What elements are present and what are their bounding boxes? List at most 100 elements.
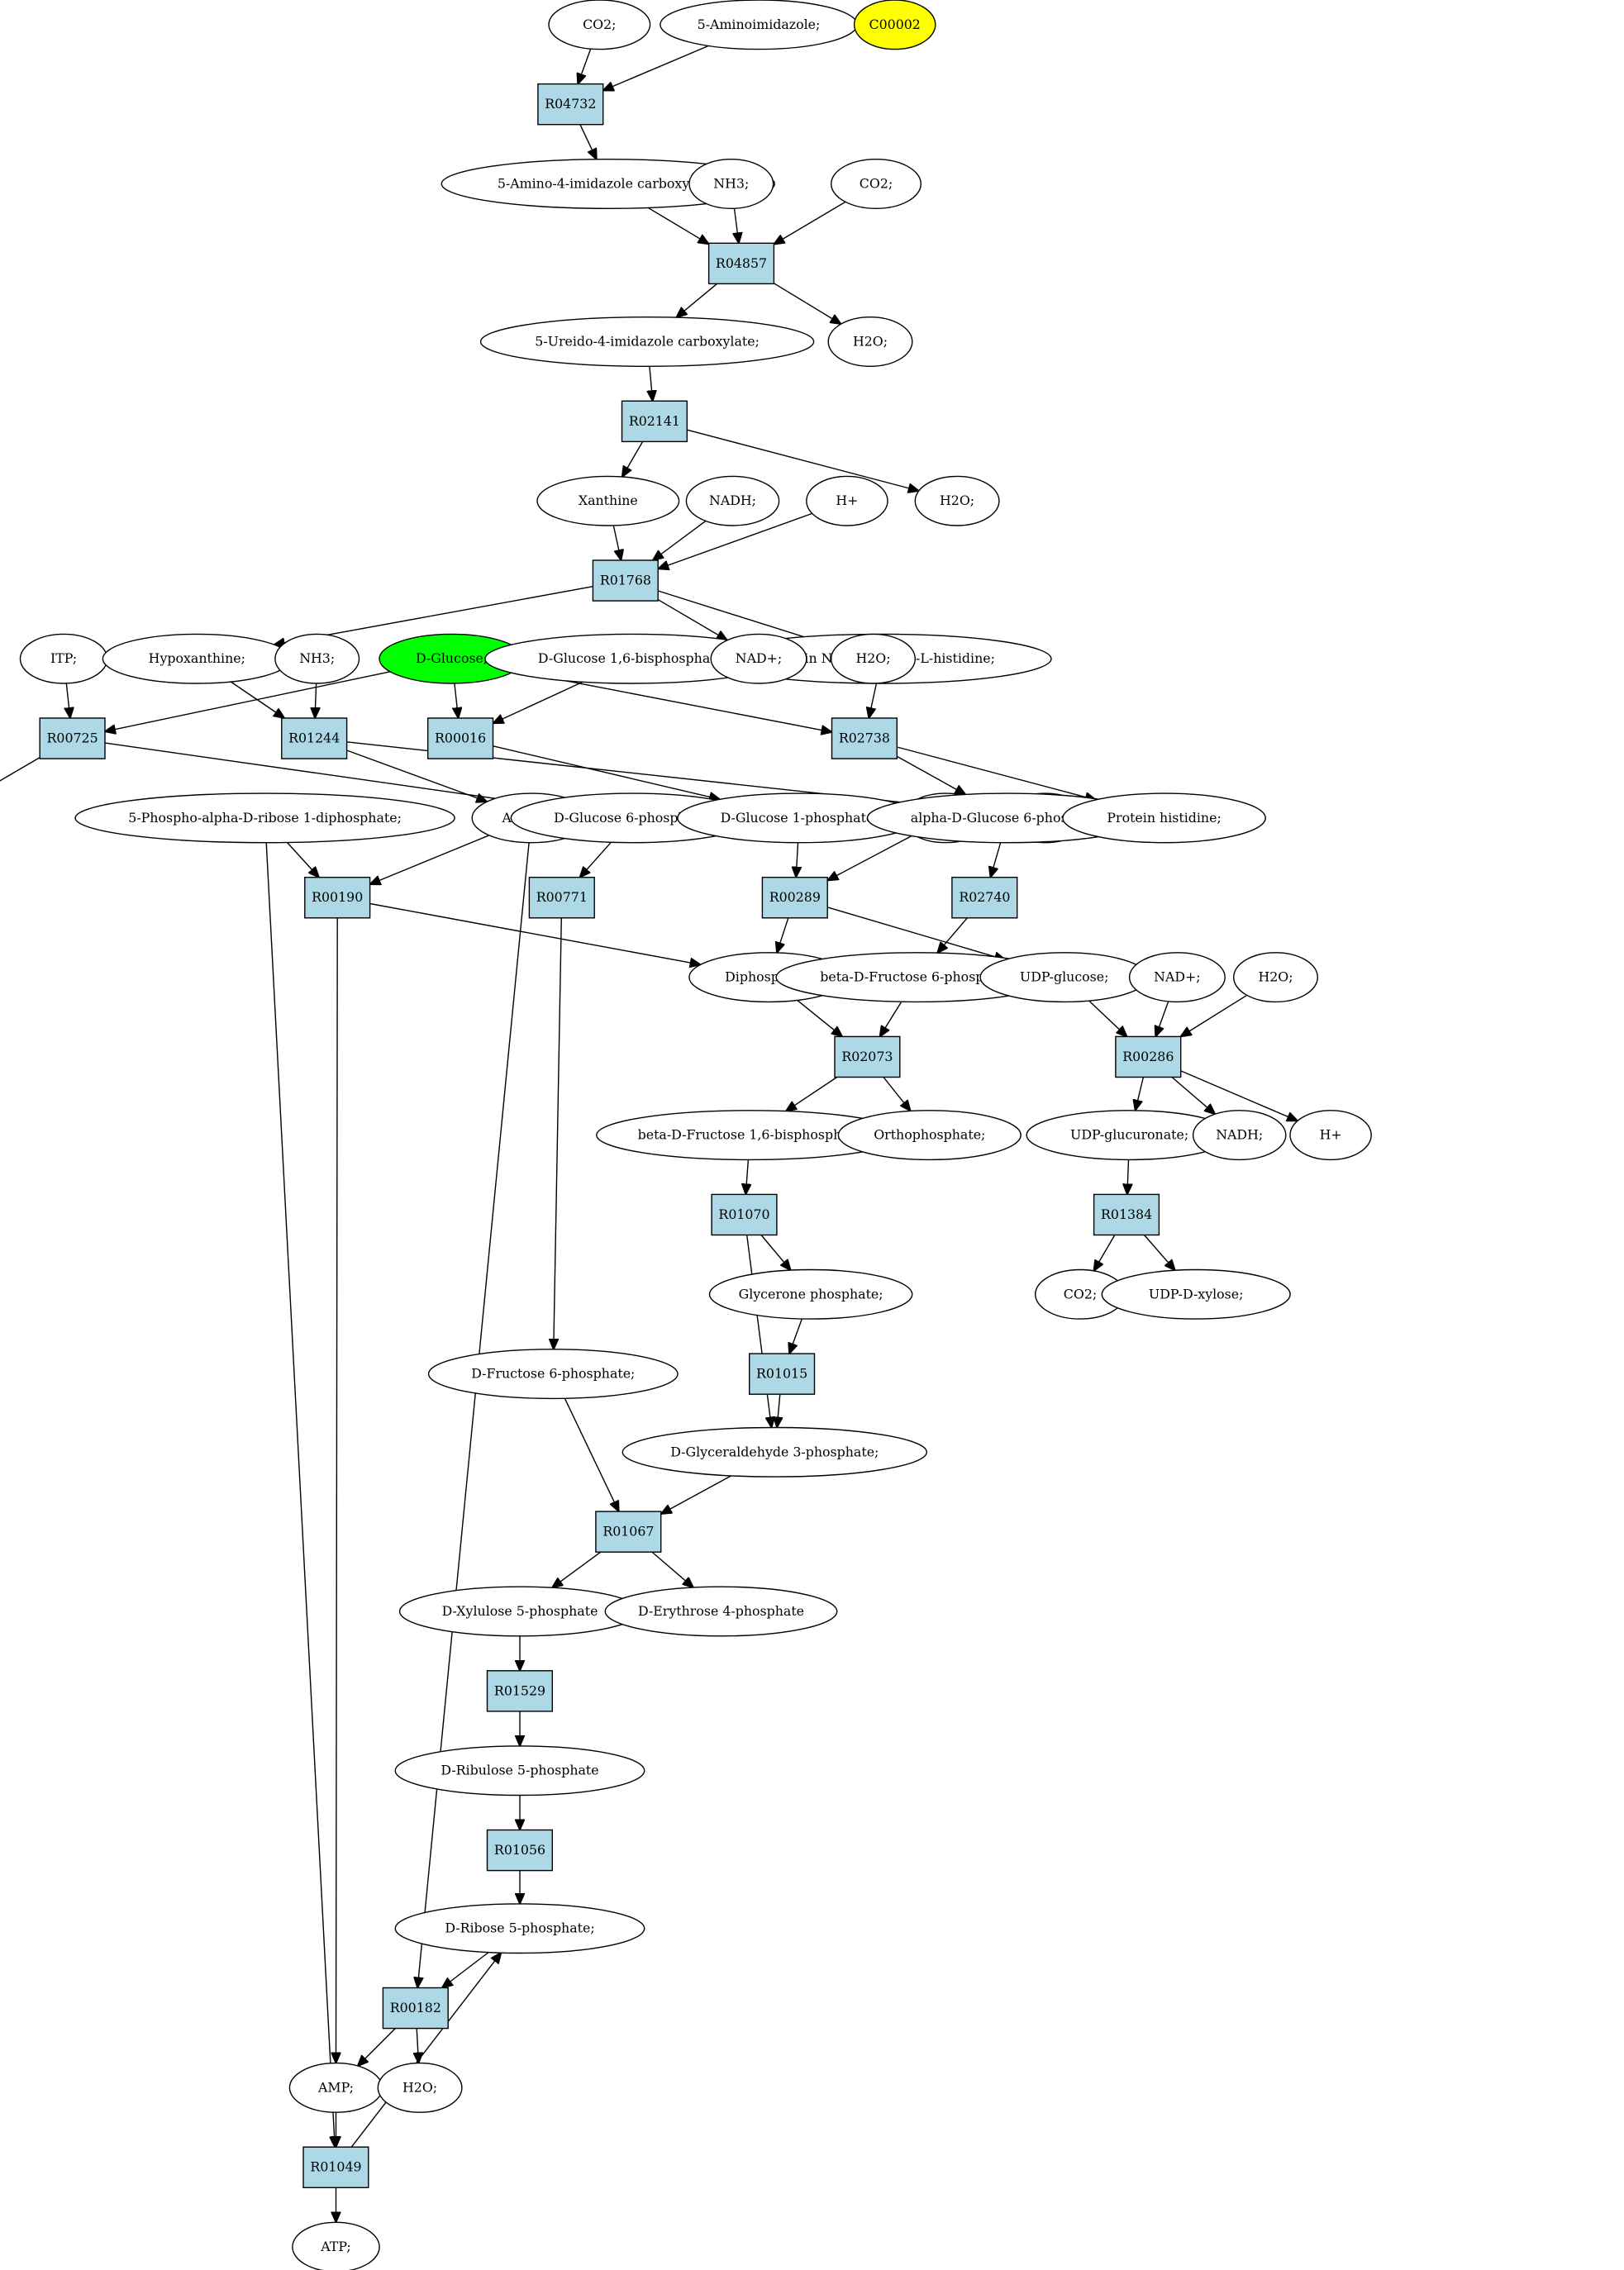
reaction-label: R02738 xyxy=(839,730,890,746)
metabolite-nh3-a[interactable]: NH3; xyxy=(688,158,774,209)
metabolite-ru5p[interactable]: D-Ribulose 5-phosphate xyxy=(394,1745,645,1796)
metabolite-gap[interactable]: D-Glyceraldehyde 3-phosphate; xyxy=(622,1426,927,1478)
metabolite-udpglcu[interactable]: UDP-glucuronate; xyxy=(1026,1110,1233,1161)
metabolite-nadh-b[interactable]: NADH; xyxy=(1192,1110,1287,1161)
edge-udpglc-to-R00286 xyxy=(1088,1000,1127,1036)
reaction-label: R02073 xyxy=(841,1049,893,1064)
metabolite-f6p[interactable]: D-Fructose 6-phosphate; xyxy=(427,1349,679,1400)
metabolite-itp[interactable]: ITP; xyxy=(19,633,108,684)
metabolite-shape xyxy=(710,633,807,684)
metabolite-label: beta-D-Fructose 6-phosphate xyxy=(820,969,1012,985)
reaction-r00182[interactable]: R00182 xyxy=(382,1987,449,2030)
edge-ag6p-to-R02740 xyxy=(991,842,1002,878)
metabolite-co2-b[interactable]: CO2; xyxy=(831,158,922,209)
metabolite-shape xyxy=(688,158,774,209)
metabolite-atp[interactable]: ATP; xyxy=(292,2221,380,2270)
edge-R01070-to-gap xyxy=(746,1235,772,1428)
metabolite-label: D-Fructose 6-phosphate; xyxy=(471,1366,635,1382)
metabolite-xu5p[interactable]: D-Xylulose 5-phosphate xyxy=(398,1586,641,1637)
reaction-r02740[interactable]: R02740 xyxy=(951,876,1018,919)
reaction-box xyxy=(951,876,1018,919)
reaction-box xyxy=(1093,1193,1160,1236)
edge-nh3_b-to-R01244 xyxy=(315,683,317,718)
metabolite-label: NAD+; xyxy=(736,650,782,666)
reaction-r00725[interactable]: R00725 xyxy=(39,717,106,759)
metabolite-shape xyxy=(827,316,913,368)
reaction-r01015[interactable]: R01015 xyxy=(749,1353,816,1395)
reaction-r00289[interactable]: R00289 xyxy=(761,876,828,919)
metabolite-label: 5-Ureido-4-imidazole carboxylate; xyxy=(535,334,760,350)
reaction-r01768[interactable]: R01768 xyxy=(592,559,659,602)
metabolite-hplus-b[interactable]: H+ xyxy=(1289,1110,1372,1161)
metabolite-aminoimidazole[interactable]: 5-Aminoimidazole; xyxy=(660,0,858,50)
reaction-r01384[interactable]: R01384 xyxy=(1093,1193,1160,1236)
metabolite-xanthine[interactable]: Xanthine xyxy=(536,475,680,526)
edge-R01768-to-nadp_a xyxy=(657,599,727,640)
reaction-r00016[interactable]: R00016 xyxy=(427,717,494,759)
metabolite-h2o-a[interactable]: H2O; xyxy=(827,316,913,368)
metabolite-bf16bp[interactable]: beta-D-Fructose 1,6-bisphosphate xyxy=(596,1110,904,1161)
reaction-r00190[interactable]: R00190 xyxy=(304,876,371,919)
reaction-r04732[interactable]: R04732 xyxy=(537,83,604,126)
reaction-box xyxy=(834,1035,901,1078)
metabolite-shape xyxy=(853,0,936,50)
reaction-r02738[interactable]: R02738 xyxy=(831,717,898,759)
reaction-r01049[interactable]: R01049 xyxy=(302,2146,369,2188)
metabolite-g1p[interactable]: D-Glucose 1-phosphate; xyxy=(677,792,922,844)
reaction-box xyxy=(528,876,595,919)
metabolite-dhap[interactable]: Glycerone phosphate; xyxy=(708,1268,913,1320)
edge-protnph-to-R02738 xyxy=(869,683,878,718)
metabolite-nadp-a[interactable]: NAD+; xyxy=(710,633,807,684)
reaction-box xyxy=(302,2146,369,2188)
metabolite-ureido[interactable]: 5-Ureido-4-imidazole carboxylate; xyxy=(479,316,815,368)
metabolite-shape xyxy=(806,475,888,526)
edge-R01384-to-udpxyl xyxy=(1143,1235,1175,1271)
metabolite-nh3-b[interactable]: NH3; xyxy=(274,633,360,684)
metabolite-e4p[interactable]: D-Erythrose 4-phosphate xyxy=(604,1586,838,1637)
metabolite-co2-c[interactable]: CO2; xyxy=(1034,1268,1126,1320)
reaction-r00286[interactable]: R00286 xyxy=(1115,1035,1182,1078)
metabolite-udpxyl[interactable]: UDP-D-xylose; xyxy=(1101,1268,1291,1320)
reaction-label: R04732 xyxy=(545,96,596,112)
edge-utp-to-R00289 xyxy=(827,834,914,880)
edge-R00190-to-diphosphate xyxy=(369,902,701,965)
metabolite-hypoxanthine[interactable]: Hypoxanthine; xyxy=(102,633,292,684)
reaction-r01070[interactable]: R01070 xyxy=(711,1193,778,1236)
reaction-r02141[interactable]: R02141 xyxy=(621,400,688,443)
metabolite-aica[interactable]: 5-Amino-4-imidazole carboxylate; xyxy=(441,158,775,209)
metabolite-orthophosphate[interactable]: Orthophosphate; xyxy=(837,1110,1022,1161)
metabolite-nadh-a[interactable]: NADH; xyxy=(685,475,780,526)
metabolite-co2-a[interactable]: CO2; xyxy=(548,0,651,50)
metabolite-shape xyxy=(1192,1110,1287,1161)
metabolite-label: AMP; xyxy=(317,2079,354,2095)
metabolite-nadp-b[interactable]: NAD+; xyxy=(1128,952,1226,1003)
metabolite-bf6p[interactable]: beta-D-Fructose 6-phosphate xyxy=(775,952,1058,1003)
metabolite-h2o-f[interactable]: H2O; xyxy=(377,2062,463,2113)
metabolite-udpglc[interactable]: UDP-glucose; xyxy=(979,952,1149,1003)
reaction-r01056[interactable]: R01056 xyxy=(486,1829,554,1872)
metabolite-label: Xanthine xyxy=(579,493,638,508)
metabolite-h2o-b[interactable]: H2O; xyxy=(914,475,1000,526)
metabolite-dg16bp[interactable]: D-Glucose 1,6-bisphosphate; xyxy=(484,633,781,684)
reaction-box xyxy=(427,717,494,759)
metabolite-hplus-a[interactable]: H+ xyxy=(806,475,888,526)
reaction-r01244[interactable]: R01244 xyxy=(281,717,348,759)
reaction-r00771[interactable]: R00771 xyxy=(528,876,595,919)
reaction-r04857[interactable]: R04857 xyxy=(707,242,775,285)
reaction-box xyxy=(831,717,898,759)
metabolite-prothis[interactable]: Protein histidine; xyxy=(1062,792,1266,844)
metabolite-h2o-c[interactable]: H2O; xyxy=(831,633,917,684)
metabolite-amp[interactable]: AMP; xyxy=(288,2062,383,2113)
metabolite-prpp[interactable]: 5-Phospho-alpha-D-ribose 1-diphosphate; xyxy=(74,792,455,844)
metabolite-dglucose[interactable]: D-Glucose; xyxy=(379,633,525,684)
reaction-r01529[interactable]: R01529 xyxy=(486,1670,554,1712)
metabolite-c00002[interactable]: C00002 xyxy=(853,0,936,50)
reaction-r02073[interactable]: R02073 xyxy=(834,1035,901,1078)
edge-layer xyxy=(0,45,1298,2222)
reaction-label: R02740 xyxy=(959,889,1010,905)
metabolite-r5p[interactable]: D-Ribose 5-phosphate; xyxy=(394,1903,645,1954)
metabolite-h2o-e[interactable]: H2O; xyxy=(1232,952,1318,1003)
metabolite-label: CO2; xyxy=(583,17,616,32)
metabolite-label: UDP-glucuronate; xyxy=(1070,1127,1188,1143)
reaction-r01067[interactable]: R01067 xyxy=(595,1511,662,1553)
